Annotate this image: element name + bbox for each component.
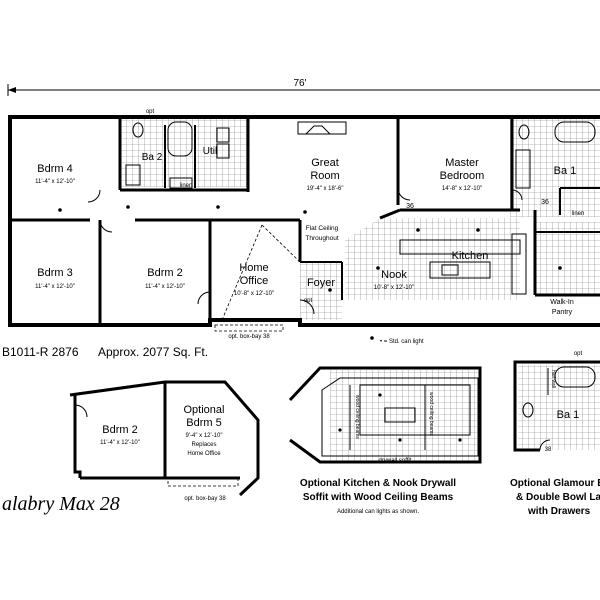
dw-36a: 36 <box>406 203 414 210</box>
kitchen-island <box>429 261 491 279</box>
glamour-caption-2: & Double Bowl La <box>516 492 600 503</box>
opt-bdrm2-size: 11'-4" x 12'-10" <box>100 440 140 446</box>
linen-label: linen <box>572 211 585 217</box>
opt-bdrm5-boxbay: opt. box-bay 38 <box>184 496 226 502</box>
opt-bdrm5-note-1: Replaces <box>191 442 216 448</box>
walkin-label-1: Walk-In <box>550 299 574 306</box>
fireplace <box>297 121 347 135</box>
glamour-caption-1: Optional Glamour B <box>510 478 600 489</box>
range-fridge <box>511 233 527 295</box>
opt-bdrm5-label-1: Optional <box>184 404 225 416</box>
option-glamour-bath: opt half wall Ba 1 38 Optional Glamour B… <box>510 351 600 517</box>
legend-can-light: • = Std. can light <box>380 339 424 345</box>
dw-36b: 36 <box>541 199 549 206</box>
box-bay <box>214 324 284 332</box>
kitchen-counter <box>399 239 521 255</box>
kitchen-sink <box>441 264 459 276</box>
opt-foyer-label: opt <box>304 298 313 304</box>
office-angled-wall <box>261 224 301 263</box>
bdrm4-size: 11'-4" x 12'-10" <box>35 179 75 185</box>
kitchen-nook-tile <box>345 218 520 300</box>
home-office-label-1: Home <box>239 262 268 274</box>
master-size: 14'-8" x 12'-10" <box>442 186 482 192</box>
kitchen-caption-2: Soffit with Wood Ceiling Beams <box>303 492 454 503</box>
garden-tub <box>554 121 596 143</box>
vanity-ba1 <box>515 149 531 189</box>
toilet-ba2 <box>132 122 144 138</box>
great-room-size: 19'-4" x 18'-6" <box>307 186 344 192</box>
box-bay-label: opt. box-bay 38 <box>228 334 270 340</box>
master-label-2: Bedroom <box>440 170 485 182</box>
master-label-1: Master <box>445 157 479 169</box>
bdrm3-size: 11'-4" x 12'-10" <box>35 284 75 290</box>
bathtub-2 <box>167 121 193 157</box>
option-bdrm5: Bdrm 2 11'-4" x 12'-10" Optional Bdrm 5 … <box>69 380 260 502</box>
opt-bdrm2-label: Bdrm 2 <box>102 424 137 436</box>
bdrm3-label: Bdrm 3 <box>37 267 72 279</box>
great-room-label-1: Great <box>311 157 339 169</box>
great-room-label-2: Room <box>310 170 339 182</box>
option-kitchen-drywall: wood ceiling beams wood ceiling beams dr… <box>288 366 482 515</box>
door-swings <box>87 187 523 315</box>
nook-size: 10'-8" x 12'-10" <box>374 285 414 291</box>
flat-ceiling-2: Throughout <box>305 235 338 242</box>
washer <box>216 127 230 143</box>
kitchen-caption-1: Optional Kitchen & Nook Drywall <box>300 478 456 489</box>
can-lights <box>58 205 562 340</box>
wood-beams-label-1: wood ceiling beams <box>354 395 360 439</box>
opt-bdrm5-note-2: Home Office <box>187 451 221 457</box>
ba1-label: Ba 1 <box>554 165 577 177</box>
linen-closet-2 <box>169 177 193 189</box>
overall-width-label: 76' <box>293 78 306 89</box>
approx-area: Approx. 2077 Sq. Ft. <box>98 345 208 359</box>
fireplace-hearth <box>305 125 331 135</box>
model-code: B1011-R 2876 <box>2 345 79 359</box>
vanity-ba2 <box>125 164 141 186</box>
glamour-ba1-label: Ba 1 <box>557 409 580 421</box>
wood-beams-label-2: wood ceiling beams <box>428 392 434 436</box>
model-name: alabry Max 28 <box>2 493 120 515</box>
kitchen-caption-3: Additional can lights as shown. <box>337 509 419 515</box>
bdrm2-size: 11'-4" x 12'-10" <box>145 284 185 290</box>
kitchen-label: Kitchen <box>452 250 489 262</box>
home-office-label-2: Office <box>240 275 269 287</box>
drywall-soffit-label: drywall soffit <box>379 458 412 464</box>
util-label: Util <box>203 146 217 157</box>
flat-ceiling-1: Flat Ceiling <box>306 225 339 232</box>
bath2-util-tile <box>120 117 250 187</box>
half-wall-label: half wall <box>550 370 556 388</box>
overall-dimension: 76' <box>7 78 600 96</box>
walkin-label-2: Pantry <box>552 309 573 316</box>
glamour-dw: 38 <box>545 447 552 453</box>
home-office-size: 10'-8" x 12'-10" <box>234 291 274 297</box>
pantry-area-tile <box>535 222 600 294</box>
glamour-caption-3: with Drawers <box>527 506 591 517</box>
linen-label-2: linen <box>180 183 193 189</box>
foyer-tile <box>300 262 342 320</box>
bdrm4-label: Bdrm 4 <box>37 163 72 175</box>
bdrm2-label: Bdrm 2 <box>147 267 182 279</box>
main-plan: Bdrm 4 11'-4" x 12'-10" Ba 2 Util linen … <box>8 109 600 345</box>
opt-bdrm5-size: 9'-4" x 12'-10" <box>186 433 223 439</box>
ba2-label: Ba 2 <box>142 152 163 163</box>
glamour-opt-label: opt <box>574 351 583 357</box>
office-angled-wall-2 <box>221 224 263 321</box>
dryer <box>216 143 230 159</box>
foyer-label: Foyer <box>307 277 335 289</box>
toilet-ba1 <box>518 124 530 140</box>
opt-bdrm5-label-2: Bdrm 5 <box>186 417 221 429</box>
nook-label: Nook <box>381 269 407 281</box>
opt-top-label: opt <box>146 109 155 115</box>
